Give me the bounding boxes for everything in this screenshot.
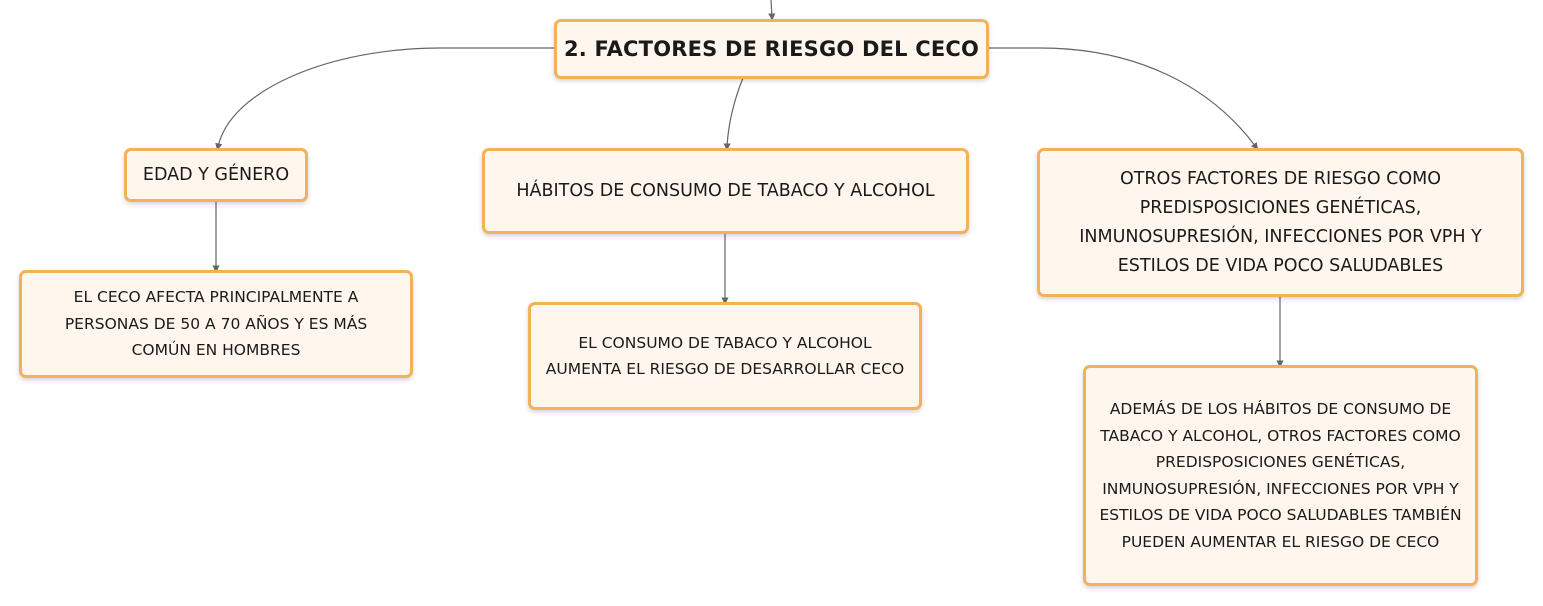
detail-node-text: EL CONSUMO DE TABACO Y ALCOHOL AUMENTA E… [545,333,905,379]
connector-root-to-branch-1 [215,47,555,151]
root-node-label: 2. FACTORES DE RIESGO DEL CECO [563,37,980,61]
detail-node-habitos-consumo[interactable]: EL CONSUMO DE TABACO Y ALCOHOL AUMENTA E… [528,302,922,410]
detail-node-text: ADEMÁS DE LOS HÁBITOS DE CONSUMO DE TABA… [1099,400,1462,551]
root-node[interactable]: 2. FACTORES DE RIESGO DEL CECO [554,19,989,79]
branch-node-habitos-consumo[interactable]: HÁBITOS DE CONSUMO DE TABACO Y ALCOHOL [482,148,969,234]
connector-root-to-branch-3 [988,47,1259,150]
branch-node-label: EDAD Y GÉNERO [142,164,290,185]
connector-root-to-branch-2 [723,77,744,151]
detail-node-edad-genero[interactable]: EL CECO AFECTA PRINCIPALMENTE A PERSONAS… [19,270,413,378]
detail-node-text: EL CECO AFECTA PRINCIPALMENTE A PERSONAS… [64,288,368,360]
branch-node-otros-factores[interactable]: OTROS FACTORES DE RIESGO COMO PREDISPOSI… [1037,148,1524,297]
branch-node-edad-genero[interactable]: EDAD Y GÉNERO [124,148,308,202]
connector-parent-in [768,0,776,21]
branch-node-label: HÁBITOS DE CONSUMO DE TABACO Y ALCOHOL [516,180,935,201]
branch-node-label: OTROS FACTORES DE RIESGO COMO PREDISPOSI… [1079,168,1482,276]
detail-node-otros-factores[interactable]: ADEMÁS DE LOS HÁBITOS DE CONSUMO DE TABA… [1083,365,1478,586]
